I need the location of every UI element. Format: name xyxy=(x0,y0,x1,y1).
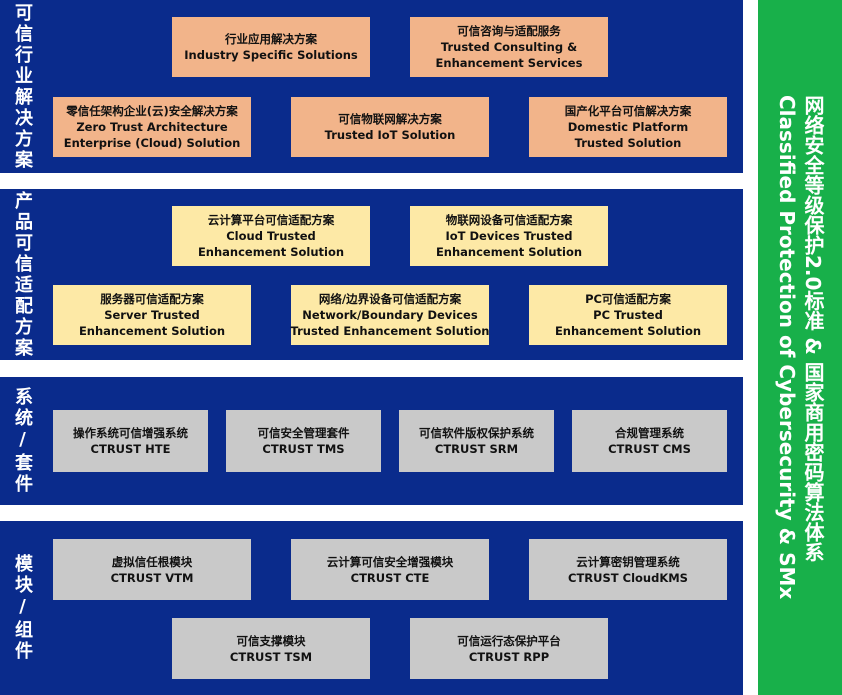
box-title-cn: 可信软件版权保护系统 xyxy=(419,426,534,440)
section-product-adaptation: 产品可信适配方案 云计算平台可信适配方案 Cloud Trusted Enhan… xyxy=(0,189,743,360)
standards-title-cn: 网络安全等级保护2.0标准 & 国家商用密码算法体系 xyxy=(801,95,825,563)
box-title-cn: 可信运行态保护平台 xyxy=(457,633,561,648)
box-title-cn: 云计算平台可信适配方案 xyxy=(207,213,335,227)
box-title-cn: 网络/边界设备可信适配方案 xyxy=(318,292,462,306)
solution-box-zero-trust[interactable]: 零信任架构企业(云)安全解决方案 Zero Trust Architecture… xyxy=(53,97,251,157)
box-title-cn: 行业应用解决方案 xyxy=(225,32,317,46)
box-title-en: Enterprise (Cloud) Solution xyxy=(63,136,241,150)
box-title-en: Enhancement Services xyxy=(435,56,583,70)
standards-sidebar-text: 网络安全等级保护2.0标准 & 国家商用密码算法体系 Classified Pr… xyxy=(774,95,826,599)
section-industry-solutions: 可信行业解决方案 行业应用解决方案 Industry Specific Solu… xyxy=(0,0,743,173)
module-box-ctrust-cte[interactable]: 云计算可信安全增强模块 CTRUST CTE xyxy=(291,539,489,600)
box-title-cn: 虚拟信任根模块 xyxy=(111,554,193,569)
box-title-cn: 操作系统可信增强系统 xyxy=(73,426,188,440)
box-title-cn: 云计算密钥管理系统 xyxy=(576,554,680,569)
section-label: 产品可信适配方案 xyxy=(12,190,33,359)
box-title-en: Trusted Solution xyxy=(574,136,682,150)
adaptation-box-pc[interactable]: PC可信适配方案 PC Trusted Enhancement Solution xyxy=(529,285,727,345)
product-box-ctrust-cms[interactable]: 合规管理系统 CTRUST CMS xyxy=(572,410,727,472)
box-title-en: CTRUST TMS xyxy=(262,442,345,456)
box-title-en: IoT Devices Trusted xyxy=(445,229,573,243)
standards-title-en: Classified Protection of Cybersecurity &… xyxy=(775,95,799,600)
box-title-cn: 物联网设备可信适配方案 xyxy=(445,213,573,227)
module-box-ctrust-cloudkms[interactable]: 云计算密钥管理系统 CTRUST CloudKMS xyxy=(529,539,727,600)
box-title-cn: 可信咨询与适配服务 xyxy=(457,24,561,38)
box-title-en: Industry Specific Solutions xyxy=(184,48,358,62)
box-title-cn: PC可信适配方案 xyxy=(585,292,671,306)
box-title-en: Enhancement Solution xyxy=(78,324,226,338)
solution-box-domestic-platform[interactable]: 国产化平台可信解决方案 Domestic Platform Trusted So… xyxy=(529,97,727,157)
box-title-cn: 服务器可信适配方案 xyxy=(100,292,204,306)
adaptation-box-network-boundary[interactable]: 网络/边界设备可信适配方案 Network/Boundary Devices T… xyxy=(291,285,489,345)
box-title-en: Enhancement Solution xyxy=(554,324,702,338)
box-title-en: PC Trusted xyxy=(593,308,663,322)
box-title-en: Trusted Enhancement Solution xyxy=(290,324,490,338)
box-title-cn: 国产化平台可信解决方案 xyxy=(564,104,692,118)
product-box-ctrust-srm[interactable]: 可信软件版权保护系统 CTRUST SRM xyxy=(399,410,554,472)
box-title-en: CTRUST SRM xyxy=(434,442,519,456)
solution-box-trusted-consulting[interactable]: 可信咨询与适配服务 Trusted Consulting & Enhanceme… xyxy=(410,17,608,77)
box-title-cn: 云计算可信安全增强模块 xyxy=(326,554,454,569)
section-label: 模块/组件 xyxy=(12,554,33,662)
box-title-cn: 可信支撑模块 xyxy=(236,633,306,648)
box-title-cn: 零信任架构企业(云)安全解决方案 xyxy=(66,104,238,118)
product-box-ctrust-tms[interactable]: 可信安全管理套件 CTRUST TMS xyxy=(226,410,381,472)
box-title-en: CTRUST CloudKMS xyxy=(568,570,688,585)
box-title-en: CTRUST TSM xyxy=(229,649,313,664)
module-box-ctrust-tsm[interactable]: 可信支撑模块 CTRUST TSM xyxy=(172,618,370,679)
box-title-en: CTRUST HTE xyxy=(90,442,171,456)
product-box-ctrust-hte[interactable]: 操作系统可信增强系统 CTRUST HTE xyxy=(53,410,208,472)
solution-box-trusted-iot[interactable]: 可信物联网解决方案 Trusted IoT Solution xyxy=(291,97,489,157)
box-title-en: Network/Boundary Devices xyxy=(302,308,478,322)
box-title-en: CTRUST CTE xyxy=(350,570,430,585)
standards-sidebar: 网络安全等级保护2.0标准 & 国家商用密码算法体系 Classified Pr… xyxy=(758,0,842,695)
box-title-en: Zero Trust Architecture xyxy=(76,120,228,134)
box-title-en: Domestic Platform xyxy=(567,120,689,134)
box-title-en: Trusted Consulting & xyxy=(440,40,578,54)
box-title-cn: 合规管理系统 xyxy=(615,426,684,440)
box-title-en: Enhancement Solution xyxy=(197,245,345,259)
solution-box-industry-specific[interactable]: 行业应用解决方案 Industry Specific Solutions xyxy=(172,17,370,77)
section-label: 可信行业解决方案 xyxy=(12,2,33,171)
box-title-en: Server Trusted xyxy=(104,308,200,322)
box-title-en: Enhancement Solution xyxy=(435,245,583,259)
module-box-ctrust-rpp[interactable]: 可信运行态保护平台 CTRUST RPP xyxy=(410,618,608,679)
box-title-en: Cloud Trusted xyxy=(226,229,316,243)
adaptation-box-iot-devices[interactable]: 物联网设备可信适配方案 IoT Devices Trusted Enhancem… xyxy=(410,206,608,266)
adaptation-box-server[interactable]: 服务器可信适配方案 Server Trusted Enhancement Sol… xyxy=(53,285,251,345)
adaptation-box-cloud[interactable]: 云计算平台可信适配方案 Cloud Trusted Enhancement So… xyxy=(172,206,370,266)
box-title-en: CTRUST CMS xyxy=(608,442,691,456)
module-box-ctrust-vtm[interactable]: 虚拟信任根模块 CTRUST VTM xyxy=(53,539,251,600)
box-title-cn: 可信安全管理套件 xyxy=(257,426,350,440)
box-title-cn: 可信物联网解决方案 xyxy=(338,112,442,126)
box-title-en: CTRUST VTM xyxy=(110,570,194,585)
section-label: 系统/套件 xyxy=(12,387,33,495)
box-title-en: Trusted IoT Solution xyxy=(324,128,456,142)
box-title-en: CTRUST RPP xyxy=(468,649,550,664)
section-modules-components: 模块/组件 虚拟信任根模块 CTRUST VTM 云计算可信安全增强模块 CTR… xyxy=(0,521,743,695)
section-systems-suites: 系统/套件 操作系统可信增强系统 CTRUST HTE 可信安全管理套件 CTR… xyxy=(0,377,743,505)
